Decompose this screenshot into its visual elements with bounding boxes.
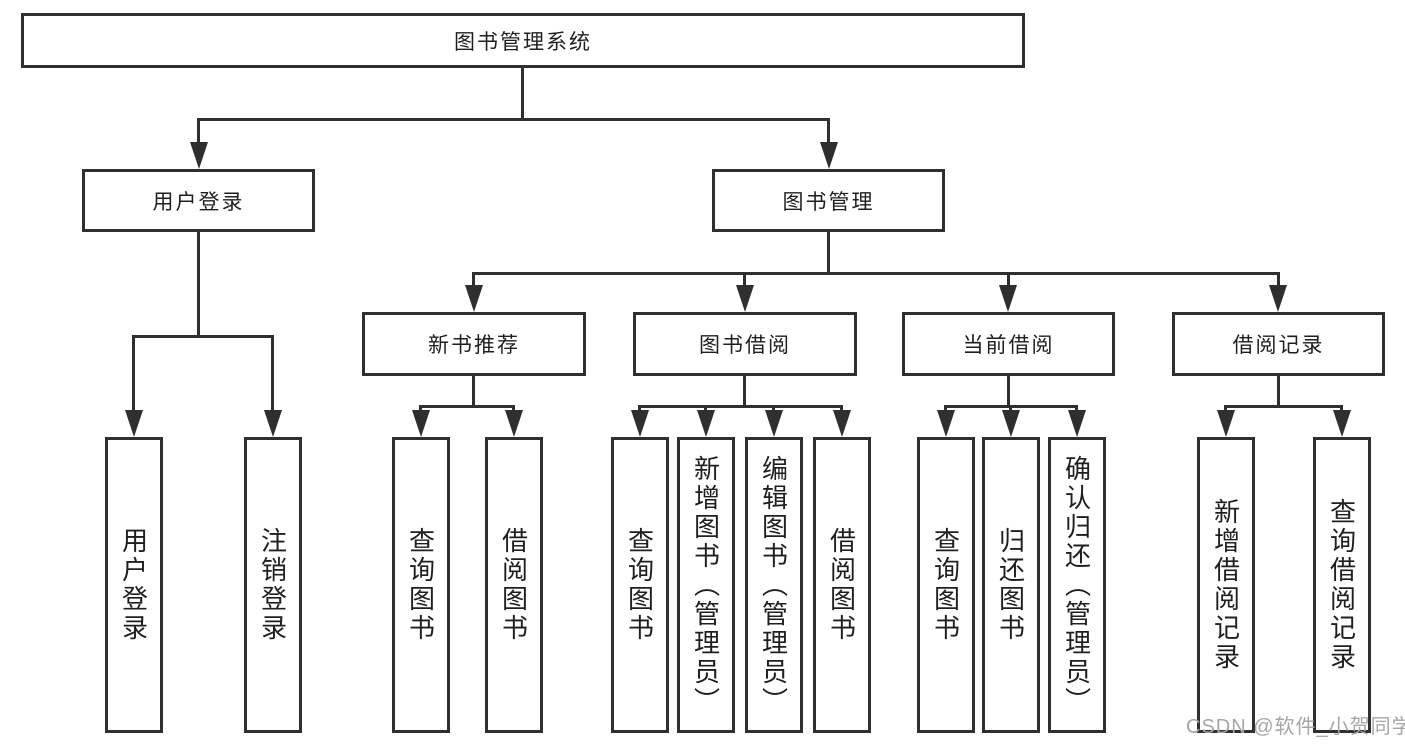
arrowhead-down-icon <box>999 285 1017 312</box>
leaf-user-login: 用户登录 <box>105 437 163 733</box>
arrowhead-down-icon <box>1217 410 1235 437</box>
connector-vline <box>827 118 830 146</box>
leaf-bb-borrow-books: 借阅图书 <box>813 437 871 733</box>
leaf-br-add-record: 新增借阅记录 <box>1197 437 1255 733</box>
node-book-management: 图书管理 <box>712 169 945 232</box>
node-book-borrow: 图书借阅 <box>633 312 857 376</box>
arrowhead-down-icon <box>833 410 851 437</box>
connector-rail <box>1224 405 1343 408</box>
connector-vline <box>132 335 135 413</box>
node-root: 图书管理系统 <box>21 13 1025 68</box>
connector-mgmt-stub <box>827 230 830 275</box>
connector-vline <box>743 272 746 288</box>
connector-vline <box>1007 272 1010 288</box>
arrowhead-down-icon <box>736 285 754 312</box>
connector-vline <box>1277 374 1280 407</box>
arrowhead-down-icon <box>125 410 143 437</box>
connector-level2-rail <box>197 118 830 121</box>
arrowhead-down-icon <box>1068 410 1086 437</box>
arrowhead-down-icon <box>820 142 838 169</box>
leaf-cb-confirm-return-admin: 确认归还（管理员） <box>1048 437 1106 733</box>
connector-vline <box>1007 374 1010 407</box>
connector-rail <box>419 405 515 408</box>
arrowhead-down-icon <box>1269 285 1287 312</box>
node-user-login: 用户登录 <box>82 169 315 232</box>
csdn-watermark: CSDN @软件_小贺同学 <box>1186 716 1405 738</box>
connector-level3-rail <box>472 272 1280 275</box>
arrowhead-down-icon <box>937 410 955 437</box>
connector-vline <box>472 272 475 288</box>
arrowhead-down-icon <box>465 285 483 312</box>
node-borrow-records: 借阅记录 <box>1172 312 1385 376</box>
leaf-nb-borrow-books: 借阅图书 <box>485 437 543 733</box>
connector-vline <box>743 374 746 407</box>
connector-vline <box>1277 272 1280 288</box>
arrowhead-down-icon <box>765 410 783 437</box>
leaf-bb-add-books-admin: 新增图书（管理员） <box>677 437 735 733</box>
connector-vline <box>271 335 274 413</box>
arrowhead-down-icon <box>697 410 715 437</box>
leaf-bb-query-books: 查询图书 <box>611 437 669 733</box>
node-new-book-recommend: 新书推荐 <box>362 312 586 376</box>
leaf-bb-edit-books-admin: 编辑图书（管理员） <box>745 437 803 733</box>
leaf-br-query-record: 查询借阅记录 <box>1313 437 1371 733</box>
leaf-nb-query-books: 查询图书 <box>392 437 450 733</box>
leaf-logout: 注销登录 <box>244 437 302 733</box>
connector-root-stub <box>521 66 524 120</box>
arrowhead-down-icon <box>264 410 282 437</box>
arrowhead-down-icon <box>1333 410 1351 437</box>
leaf-cb-return-books: 归还图书 <box>982 437 1040 733</box>
arrowhead-down-icon <box>1002 410 1020 437</box>
connector-user-rail <box>132 335 274 338</box>
leaf-cb-query-books: 查询图书 <box>917 437 975 733</box>
arrowhead-down-icon <box>412 410 430 437</box>
arrowhead-down-icon <box>190 142 208 169</box>
connector-vline <box>472 374 475 407</box>
node-current-borrow: 当前借阅 <box>902 312 1115 376</box>
connector-rail <box>638 405 843 408</box>
connector-vline <box>197 118 200 146</box>
arrowhead-down-icon <box>505 410 523 437</box>
arrowhead-down-icon <box>631 410 649 437</box>
connector-user-stub <box>197 230 200 337</box>
